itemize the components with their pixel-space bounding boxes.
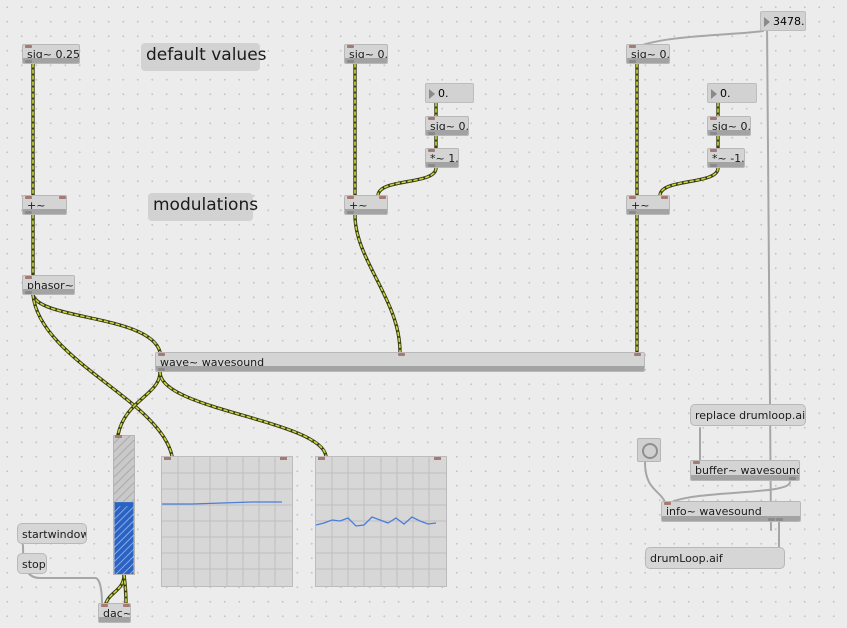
wave-wavesound-object[interactable]: wave~ wavesound bbox=[155, 352, 645, 372]
scope-trace bbox=[162, 457, 292, 586]
object-label: sig~ 0. bbox=[712, 120, 751, 133]
replace-drumloop-message[interactable]: replace drumloop.aif bbox=[690, 404, 806, 426]
number-arrow-icon bbox=[764, 17, 770, 27]
object-label: buffer~ wavesound bbox=[695, 464, 800, 477]
buffer-wavesound-object[interactable]: buffer~ wavesound bbox=[690, 460, 800, 481]
scope-wave[interactable] bbox=[315, 456, 447, 587]
number-arrow-icon bbox=[429, 89, 435, 99]
number-value: 0. bbox=[438, 87, 449, 100]
dac-object[interactable]: dac~ bbox=[98, 603, 131, 623]
sig-object-4[interactable]: sig~ 0. bbox=[626, 44, 670, 64]
multiply-signal-object-2[interactable]: *~ -1. bbox=[707, 148, 745, 168]
comment-default-values: default values bbox=[141, 43, 267, 71]
object-label: sig~ 0.25 bbox=[27, 48, 80, 61]
sig-object-2[interactable]: sig~ 0. bbox=[344, 44, 388, 64]
drumloop-filename-message[interactable]: drumLoop.aif bbox=[645, 547, 785, 569]
number-value: 0. bbox=[720, 87, 731, 100]
startwindow-message[interactable]: startwindow bbox=[17, 523, 87, 544]
plus-signal-object-2[interactable]: +~ bbox=[344, 195, 388, 215]
sig-object-5[interactable]: sig~ 0. bbox=[707, 116, 751, 136]
object-label: info~ wavesound bbox=[666, 505, 762, 518]
scope-phasor[interactable] bbox=[161, 456, 293, 587]
level-meter[interactable] bbox=[113, 435, 135, 575]
object-label: dac~ bbox=[103, 607, 131, 620]
sig-0.25-object[interactable]: sig~ 0.25 bbox=[22, 44, 80, 64]
number-value: 3478. bbox=[773, 15, 805, 28]
info-wavesound-object[interactable]: info~ wavesound bbox=[661, 501, 801, 522]
comment-modulations: modulations bbox=[148, 193, 258, 221]
phasor-object[interactable]: phasor~ bbox=[22, 275, 75, 295]
number-box-offset-1[interactable]: 0. bbox=[425, 83, 474, 103]
scope-trace bbox=[315, 457, 446, 586]
object-label: phasor~ bbox=[27, 279, 74, 292]
object-label: sig~ 0. bbox=[430, 120, 469, 133]
object-label: wave~ wavesound bbox=[160, 356, 265, 369]
number-arrow-icon bbox=[711, 89, 717, 99]
bang-circle-icon bbox=[642, 443, 658, 459]
multiply-signal-object-1[interactable]: *~ 1. bbox=[425, 148, 459, 168]
sig-object-3[interactable]: sig~ 0. bbox=[425, 116, 469, 136]
object-label: sig~ 0. bbox=[349, 48, 388, 61]
stop-message[interactable]: stop bbox=[17, 553, 47, 574]
meter-graphic bbox=[113, 435, 135, 575]
plus-signal-object-1[interactable]: +~ bbox=[22, 195, 67, 215]
plus-signal-object-3[interactable]: +~ bbox=[626, 195, 670, 215]
number-box-offset-2[interactable]: 0. bbox=[707, 83, 757, 103]
bang-button[interactable] bbox=[637, 438, 661, 462]
object-label: *~ -1. bbox=[712, 152, 745, 165]
object-label: sig~ 0. bbox=[631, 48, 670, 61]
number-box-samples[interactable]: 3478. bbox=[760, 11, 806, 31]
